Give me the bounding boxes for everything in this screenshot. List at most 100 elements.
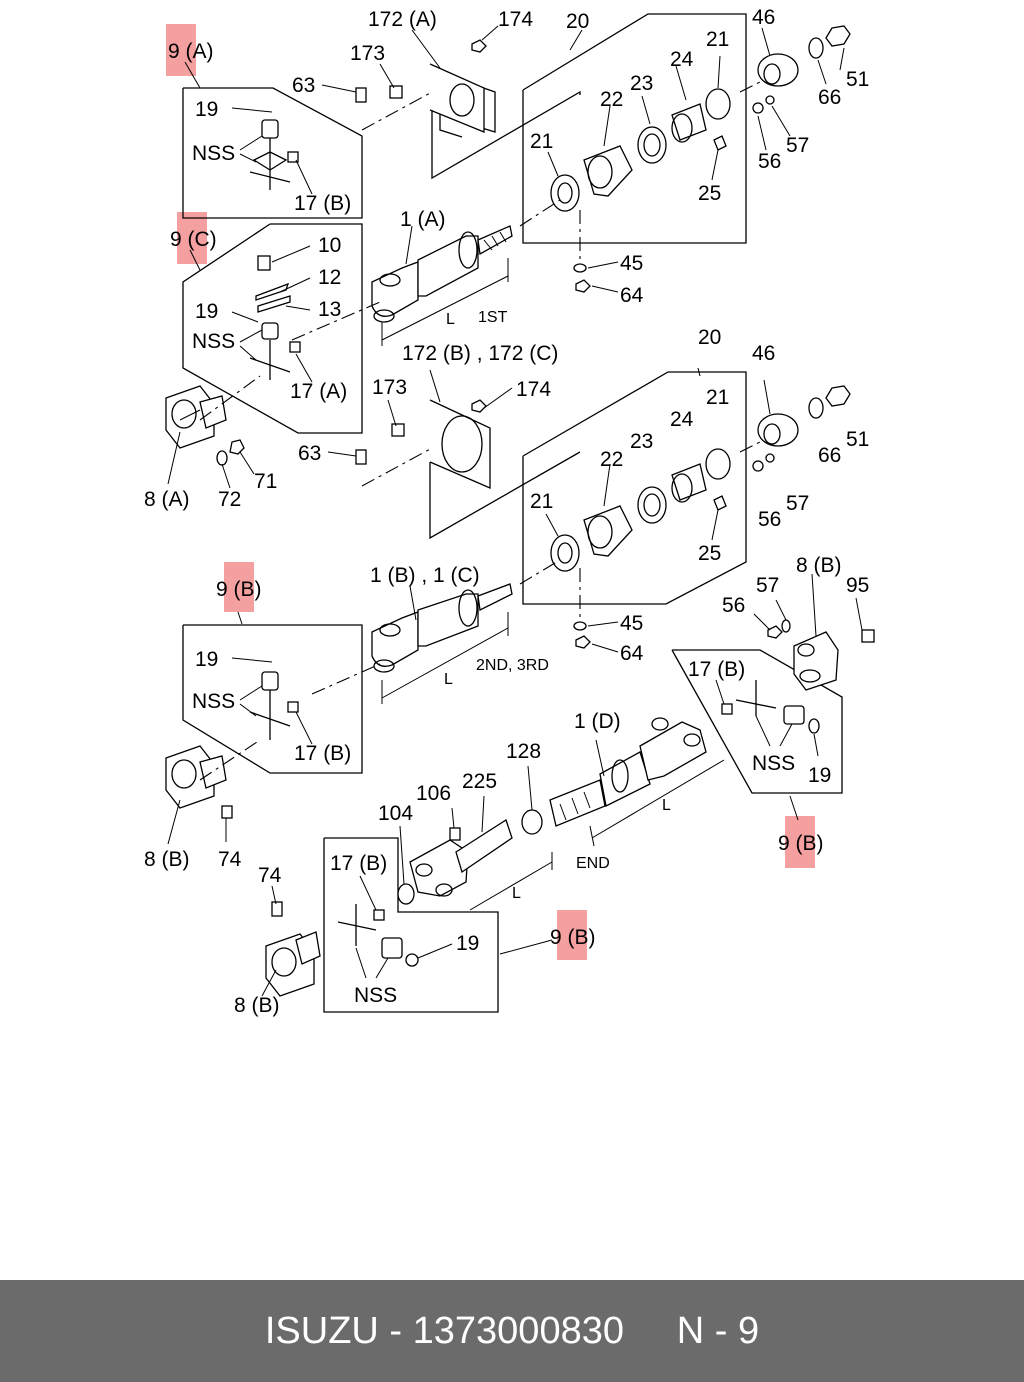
- label-74: 74: [218, 848, 242, 871]
- leader-lines: [167, 25, 863, 997]
- label-9c: 9 (C): [170, 228, 217, 251]
- dimension-225: [469, 852, 553, 911]
- label-46: 46: [752, 342, 775, 365]
- label-72: 72: [218, 488, 241, 511]
- separator: -: [378, 1309, 413, 1352]
- ujoint-9c: [249, 255, 301, 380]
- center-bracket-upper: [429, 63, 581, 180]
- flange-8b-2: [265, 931, 321, 997]
- label-nss: NSS: [752, 752, 795, 775]
- label-172bc: 172 (B) , 172 (C): [402, 342, 558, 365]
- label-9b: 9 (B): [550, 926, 596, 949]
- label-106: 106: [416, 782, 451, 805]
- label-8b: 8 (B): [796, 554, 842, 577]
- box-9br-outline: [671, 649, 843, 794]
- label-end: END: [576, 855, 610, 872]
- label-19: 19: [456, 932, 479, 955]
- diagram-code: N - 9: [676, 1309, 760, 1352]
- label-22: 22: [600, 448, 623, 471]
- label-25: 25: [698, 182, 721, 205]
- flange-8b-r: [793, 631, 839, 691]
- label-13: 13: [318, 298, 341, 321]
- label-dimension-l: L: [444, 671, 453, 688]
- box-9b1-outline: [182, 624, 363, 774]
- label-nss: NSS: [354, 984, 397, 1007]
- label-57: 57: [786, 134, 809, 157]
- propeller-shaft-1a: [371, 225, 513, 323]
- box-20b-outline: [522, 371, 747, 605]
- label-17b: 17 (B): [294, 192, 351, 215]
- label-19: 19: [195, 300, 218, 323]
- label-24: 24: [670, 48, 694, 71]
- label-21: 21: [706, 28, 729, 51]
- label-71: 71: [254, 470, 277, 493]
- label-25: 25: [698, 542, 721, 565]
- label-22: 22: [600, 88, 623, 111]
- highlight-9b-e: [557, 910, 587, 960]
- label-46: 46: [752, 6, 775, 29]
- label-66: 66: [818, 444, 841, 467]
- label-8b: 8 (B): [234, 994, 280, 1017]
- label-57: 57: [756, 574, 779, 597]
- caption-bar: ISUZU - 1373000830 N - 9: [0, 1280, 1024, 1382]
- label-17b: 17 (B): [688, 658, 745, 681]
- dimension-1st: [381, 258, 509, 346]
- label-19: 19: [195, 98, 218, 121]
- label-51: 51: [846, 68, 869, 91]
- center-lines: [199, 81, 761, 781]
- label-24: 24: [670, 408, 694, 431]
- highlight-9a: [166, 24, 196, 76]
- label-74: 74: [258, 864, 282, 887]
- label-95: 95: [846, 574, 869, 597]
- highlight-9b-1: [224, 562, 254, 612]
- ujoint-9b-1: [249, 671, 299, 740]
- box-9a-outline: [182, 87, 363, 219]
- label-dimension-l: L: [662, 797, 671, 814]
- caption-gap: [624, 1310, 677, 1353]
- label-174: 174: [516, 378, 551, 401]
- label-9b: 9 (B): [778, 832, 824, 855]
- label-10: 10: [318, 234, 341, 257]
- label-66: 66: [818, 86, 841, 109]
- label-21: 21: [530, 490, 553, 513]
- label-172a: 172 (A): [368, 8, 437, 31]
- label-17a: 17 (A): [290, 380, 347, 403]
- propeller-shaft-1d: [549, 717, 707, 827]
- label-173: 173: [350, 42, 385, 65]
- label-1st: 1ST: [478, 309, 508, 326]
- label-51: 51: [846, 428, 869, 451]
- label-64: 64: [620, 642, 644, 665]
- label-174: 174: [498, 8, 533, 31]
- propeller-shaft-1bc: [371, 583, 513, 673]
- label-21: 21: [530, 130, 553, 153]
- brand-name: ISUZU: [264, 1309, 379, 1352]
- bearing-assembly-lower: [550, 385, 851, 572]
- label-19: 19: [808, 764, 831, 787]
- box-9c-outline: [182, 223, 363, 434]
- label-nss: NSS: [192, 690, 235, 713]
- label-56: 56: [758, 508, 781, 531]
- label-23: 23: [630, 430, 653, 453]
- label-56: 56: [758, 150, 781, 173]
- label-225: 225: [462, 770, 497, 793]
- label-17b: 17 (B): [294, 742, 351, 765]
- label-1d: 1 (D): [574, 710, 621, 733]
- label-104: 104: [378, 802, 413, 825]
- label-9b: 9 (B): [216, 578, 262, 601]
- label-23: 23: [630, 72, 653, 95]
- label-63: 63: [292, 74, 315, 97]
- label-63: 63: [298, 442, 321, 465]
- label-57: 57: [786, 492, 809, 515]
- small-hardware: [216, 39, 875, 967]
- label-dimension-l: L: [446, 311, 455, 328]
- dimension-2nd3rd: [381, 612, 509, 704]
- highlight-9b-r: [785, 816, 815, 868]
- bearing-assembly-upper: [550, 25, 851, 212]
- label-20: 20: [566, 10, 589, 33]
- label-64: 64: [620, 284, 644, 307]
- label-9a: 9 (A): [168, 40, 214, 63]
- label-2nd-3rd: 2ND, 3RD: [476, 657, 549, 674]
- parts-diagram: 9 (A) 19 NSS 17 (B) 63 173 172 (A) 174 2…: [144, 6, 875, 1017]
- label-1a: 1 (A): [400, 208, 446, 231]
- label-20: 20: [698, 326, 721, 349]
